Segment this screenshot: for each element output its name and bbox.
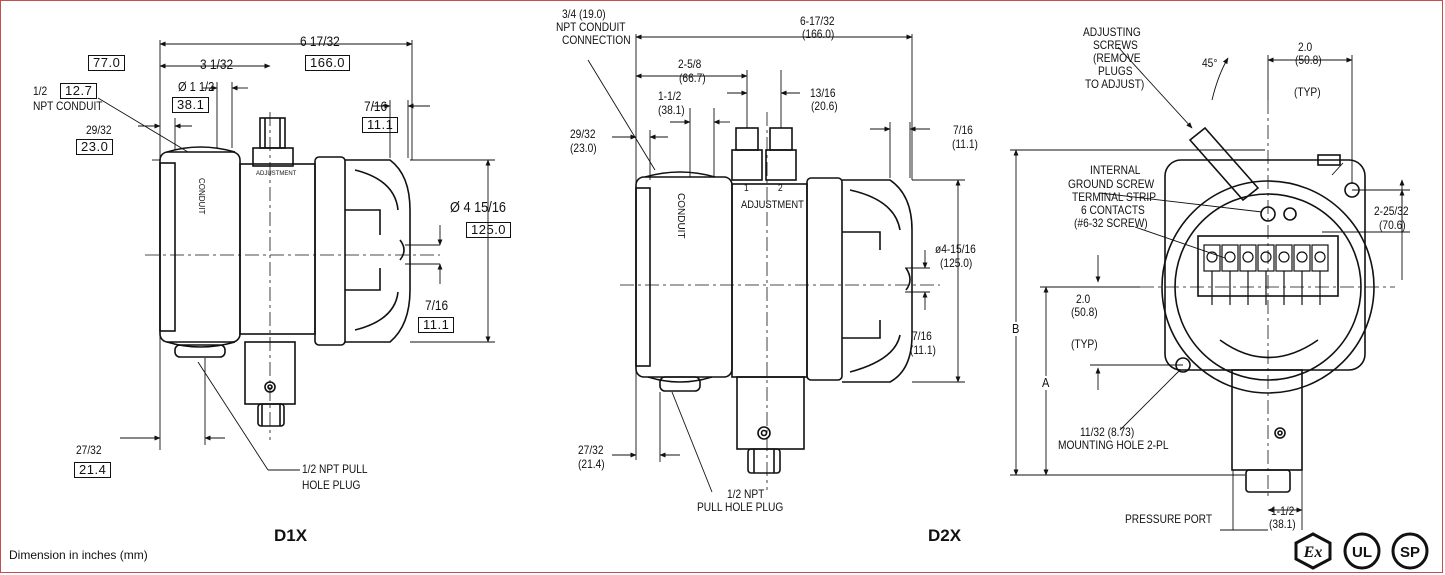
d2x-dim-27-32: 27/32: [578, 443, 604, 457]
end-mount-a: 11/32 (8.73): [1080, 425, 1135, 439]
d1x-centerlines: [145, 112, 440, 440]
end-dim-2-25-32-mm: (70.6): [1379, 218, 1406, 232]
d2x-dim-dia-mm: (125.0): [940, 256, 973, 270]
end-adj-screws-1: ADJUSTING: [1083, 25, 1141, 39]
d1x-dim-27-32: 27/32: [76, 443, 102, 457]
d1x-dim-7-16-top-mm: 11.1: [362, 117, 399, 134]
end-typ-top: (TYP): [1294, 85, 1321, 99]
d2x-adjustment-text: ADJUSTMENT: [741, 199, 804, 211]
d1x-dim-dia-4-15-16: Ø 4 15/16: [450, 199, 507, 216]
end-dim-2-0-left: 2.0: [1076, 292, 1091, 306]
end-angle: 45°: [1202, 56, 1218, 70]
end-dim-2-25-32: 2-25/32: [1374, 204, 1409, 218]
d2x-conduit-conn-c: CONNECTION: [562, 33, 631, 47]
d2x-dim-2-5-8-mm: (66.7): [679, 71, 706, 85]
end-dim-2-0-top-mm: (50.8): [1295, 53, 1322, 67]
end-adj-screws-5: TO ADJUST): [1085, 77, 1145, 91]
csa-mark-icon: SP: [1391, 532, 1429, 570]
d1x-dim-77: 77.0: [88, 55, 126, 72]
ul-mark-icon: UL: [1343, 532, 1381, 570]
d2x-conduit-conn-a: 3/4 (19.0): [562, 7, 606, 21]
csa-mark-text: SP: [1400, 544, 1420, 561]
d2x-conduit-conn-b: NPT CONDUIT: [556, 20, 626, 34]
end-mount-b: MOUNTING HOLE 2-PL: [1058, 438, 1169, 452]
end-typ-left: (TYP): [1071, 337, 1098, 351]
end-terminal-b: 6 CONTACTS: [1081, 203, 1145, 217]
d2x-model-label: D2X: [928, 526, 962, 545]
d1x-npt-mm: 12.7: [60, 83, 98, 100]
end-view-dim-lines: [1010, 46, 1410, 531]
d2x-conduit-text: CONDUIT: [675, 193, 686, 239]
d2x-dim-13-16-mm: (20.6): [811, 99, 838, 113]
d1x-dim-7-16-bot-mm: 11.1: [418, 317, 455, 334]
d1x-model-label: D1X: [274, 526, 308, 545]
d2x-dim-27-32-mm: (21.4): [578, 457, 605, 471]
end-dim-1-1-2: 1-1/2: [1271, 504, 1295, 518]
d2x-dim-overall-mm: (166.0): [802, 27, 835, 41]
end-pressure-port: PRESSURE PORT: [1125, 512, 1213, 526]
atex-mark-text: Ex: [1303, 544, 1323, 561]
d1x-dim-7-16-top: 7/16: [364, 98, 388, 114]
d1x-dim-29-32-mm: 23.0: [76, 139, 114, 156]
end-ground-a: INTERNAL: [1090, 163, 1141, 177]
d2x-dim-7-16-top: 7/16: [953, 123, 973, 137]
end-dim-a: A: [1042, 375, 1050, 391]
d2x-centerlines: [620, 112, 940, 490]
d1x-dim-dia-1-1-2: Ø 1 1/2: [178, 79, 215, 94]
d1x-dim-3-1-32: 3 1/32: [200, 56, 234, 72]
d2x-dim-1-1-2: 1-1/2: [658, 89, 682, 103]
d1x-adjustment-text: ADJUSTMENT: [256, 171, 297, 177]
end-dim-b: B: [1012, 321, 1020, 337]
end-view-centerlines: [1140, 100, 1395, 500]
d1x-conduit-text: CONDUIT: [197, 178, 206, 215]
end-ground-b: GROUND SCREW: [1068, 177, 1155, 191]
d2x-dim-29-32-mm: (23.0): [570, 141, 597, 155]
end-adj-screws-4: PLUGS: [1098, 64, 1133, 78]
d2x-dim-overall: 6-17/32: [800, 14, 835, 28]
d2x-adj-2: 2: [778, 183, 783, 194]
d1x-dim-overall: 6 17/32: [300, 33, 340, 49]
d1x-dim-overall-mm: 166.0: [305, 55, 351, 72]
end-terminal-a: TERMINAL STRIP: [1072, 190, 1157, 204]
certification-marks: Ex UL SP: [1294, 532, 1429, 570]
d2x-dim-1-1-2-mm: (38.1): [658, 103, 685, 117]
d1x-dim-29-32: 29/32: [86, 123, 112, 137]
d2x-pull-plug-b: PULL HOLE PLUG: [697, 500, 784, 514]
dimension-footnote: Dimension in inches (mm): [9, 548, 148, 562]
d1x-pull-plug-b: HOLE PLUG: [302, 478, 361, 492]
d2x-body: [635, 127, 913, 474]
end-terminal-c: (#6-32 SCREW): [1074, 216, 1148, 230]
d2x-dim-7-16-top-mm: (11.1): [952, 137, 978, 151]
d1x-dim-27-32-mm: 21.4: [74, 462, 112, 479]
d1x-dim-7-16-bot: 7/16: [425, 297, 449, 313]
d2x-pull-plug-a: 1/2 NPT: [727, 487, 765, 501]
d1x-dim-dia-1-1-2-mm: 38.1: [172, 97, 210, 114]
d2x-dim-29-32: 29/32: [570, 127, 596, 141]
d1x-npt-a: 1/2: [33, 84, 48, 98]
d2x-dim-7-16-bot: 7/16: [912, 329, 932, 343]
end-dim-1-1-2-mm: (38.1): [1269, 517, 1296, 531]
d2x-dim-2-5-8: 2-5/8: [678, 57, 702, 71]
d1x-dim-lines: [97, 40, 495, 471]
end-dim-2-0-top: 2.0: [1298, 40, 1313, 54]
end-adj-screws-2: SCREWS: [1093, 38, 1138, 52]
end-adj-screws-3: (REMOVE: [1093, 51, 1141, 65]
d2x-dim-dia: ø4-15/16: [935, 242, 976, 256]
d1x-dim-dia-4-15-16-mm: 125.0: [466, 222, 512, 239]
ul-mark-text: UL: [1352, 544, 1372, 561]
d2x-adj-1: 1: [744, 183, 749, 194]
d1x-body: [159, 117, 411, 427]
d1x-pull-plug-a: 1/2 NPT PULL: [302, 462, 368, 476]
d2x-dim-13-16: 13/16: [810, 86, 836, 100]
d1x-npt-b: NPT CONDUIT: [33, 99, 103, 113]
d2x-dim-lines: [587, 34, 965, 493]
atex-ex-mark-icon: Ex: [1294, 532, 1332, 570]
d2x-dim-7-16-bot-mm: (11.1): [910, 343, 936, 357]
end-dim-2-0-left-mm: (50.8): [1071, 305, 1098, 319]
